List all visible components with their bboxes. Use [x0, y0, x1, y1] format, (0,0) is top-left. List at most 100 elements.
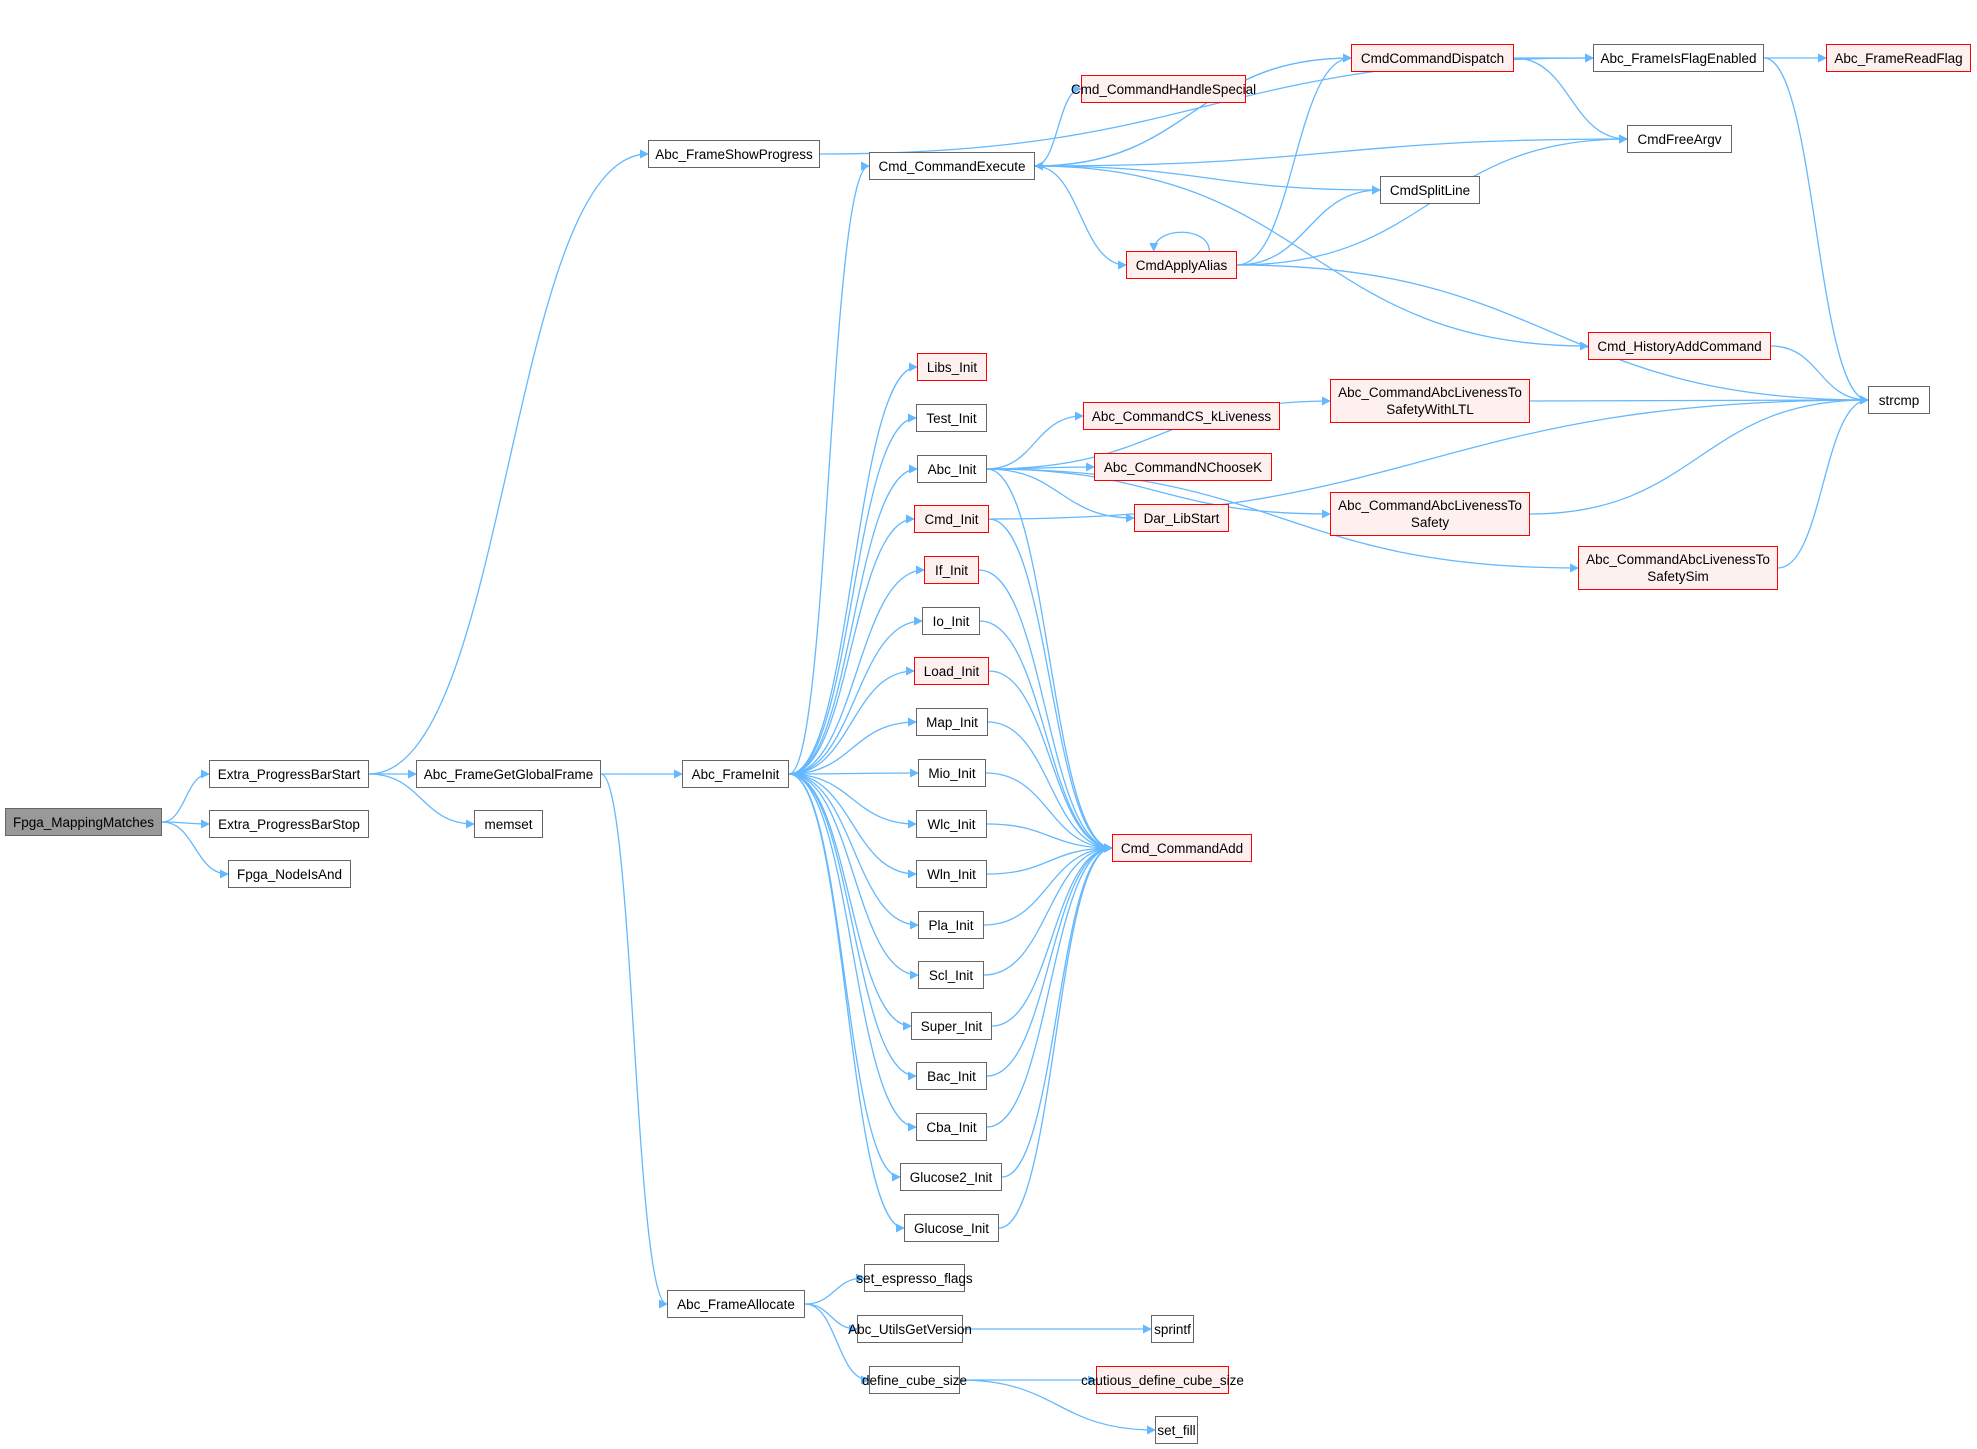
node-cmdfreeargv[interactable]: CmdFreeArgv: [1627, 125, 1732, 153]
edge-n7-n20: [788, 773, 917, 879]
edge-n7-n11: [788, 413, 917, 775]
edge-n23-n49: [991, 843, 1113, 1027]
node-set-espresso-flags[interactable]: set_espresso_flags: [856, 1264, 973, 1292]
node-wln-init[interactable]: Wln_Init: [916, 860, 987, 888]
node-strcmp[interactable]: strcmp: [1868, 386, 1930, 414]
node-dar-libstart[interactable]: Dar_LibStart: [1134, 504, 1229, 532]
node-cba-init[interactable]: Cba_Init: [916, 1113, 987, 1141]
edge-n16-n49: [988, 670, 1113, 853]
node-cmd-historyaddcommand[interactable]: Cmd_HistoryAddCommand: [1588, 332, 1771, 360]
edge-n19-n49: [986, 823, 1113, 853]
node-fpga-nodeisand[interactable]: Fpga_NodeIsAnd: [228, 860, 351, 888]
node-abc-framegetglobalframe[interactable]: Abc_FrameGetGlobalFrame: [416, 760, 601, 788]
node-if-init[interactable]: If_Init: [924, 556, 979, 584]
edge-n13-n49: [988, 518, 1113, 853]
node-abc-frameinit[interactable]: Abc_FrameInit: [682, 760, 789, 788]
edge-n9-n35: [1034, 84, 1082, 167]
node-memset[interactable]: memset: [474, 810, 543, 838]
node-abc-commandnchoosek[interactable]: Abc_CommandNChooseK: [1094, 453, 1272, 481]
node-scl-init[interactable]: Scl_Init: [918, 961, 984, 989]
edge-n46-n42: [1529, 395, 1869, 405]
node-cmd-commandhandlespecial[interactable]: Cmd_CommandHandleSpecial: [1071, 75, 1256, 103]
node-cautious-define-cube-size[interactable]: cautious_define_cube_size: [1081, 1366, 1244, 1394]
node-abc-commandabclivenesstosafetywithltl[interactable]: Abc_CommandAbcLivenessTo SafetyWithLTL: [1330, 379, 1530, 423]
edge-n7-n22: [788, 773, 919, 980]
node-bac-init[interactable]: Bac_Init: [916, 1062, 987, 1090]
edge-n8-n28: [804, 1273, 865, 1305]
edge-n14-n49: [978, 569, 1113, 853]
edge-n15-n49: [979, 620, 1113, 853]
node-io-init[interactable]: Io_Init: [922, 607, 980, 635]
edge-n0-n1: [161, 769, 210, 823]
node-test-init[interactable]: Test_Init: [916, 404, 987, 432]
node-set-fill[interactable]: set_fill: [1155, 1416, 1198, 1444]
node-cmd-init[interactable]: Cmd_Init: [914, 505, 989, 533]
edge-n48-n42: [1777, 395, 1869, 569]
node-abc-commandcs-kliveness[interactable]: Abc_CommandCS_kLiveness: [1083, 402, 1280, 430]
edge-n7-n27: [788, 773, 905, 1233]
edge-n12-n47: [986, 468, 1331, 519]
edge-n27-n49: [998, 843, 1113, 1229]
edge-n1-n4: [368, 149, 649, 775]
node-fpga-mappingmatches[interactable]: Fpga_MappingMatches: [5, 808, 162, 836]
node-cmdcommanddispatch[interactable]: CmdCommandDispatch: [1351, 44, 1514, 72]
edge-n26-n49: [1001, 843, 1113, 1178]
node-cmdapplyalias[interactable]: CmdApplyAlias: [1126, 251, 1237, 279]
node-extra-progressbarstop[interactable]: Extra_ProgressBarStop: [209, 810, 369, 838]
edge-n24-n49: [986, 843, 1113, 1077]
edge-n5-n8: [600, 773, 668, 1309]
edge-n41-n42: [1770, 345, 1869, 405]
edge-n36-n34: [1236, 53, 1352, 266]
node-pla-init[interactable]: Pla_Init: [918, 911, 984, 939]
node-extra-progressbarstart[interactable]: Extra_ProgressBarStart: [209, 760, 369, 788]
edge-n7-n12: [788, 464, 918, 775]
node-cmdsplitline[interactable]: CmdSplitLine: [1380, 176, 1480, 204]
edge-n34-n9: [1034, 57, 1352, 171]
node-cmd-commandadd[interactable]: Cmd_CommandAdd: [1112, 834, 1252, 862]
edge-n9-n36: [1034, 165, 1127, 270]
edge-n7-n26: [788, 773, 901, 1182]
node-cmd-commandexecute[interactable]: Cmd_CommandExecute: [869, 152, 1035, 180]
edge-n1-n6: [368, 773, 475, 829]
node-map-init[interactable]: Map_Init: [916, 708, 988, 736]
edge-n7-n19: [788, 773, 917, 829]
edge-n8-n30: [804, 1303, 870, 1385]
node-define-cube-size[interactable]: define_cube_size: [862, 1366, 967, 1394]
edge-n34-n38: [1513, 57, 1628, 144]
edge-n21-n49: [983, 843, 1113, 926]
node-abc-framereadflag[interactable]: Abc_FrameReadFlag: [1826, 44, 1971, 72]
edge-n7-n10: [788, 362, 918, 775]
node-abc-commandabclivenesstosafety[interactable]: Abc_CommandAbcLivenessTo Safety: [1330, 492, 1530, 536]
edge-n36-n42: [1236, 264, 1869, 405]
node-abc-frameisflagenabled[interactable]: Abc_FrameIsFlagEnabled: [1593, 44, 1764, 72]
edge-n47-n42: [1529, 395, 1869, 515]
edge-n7-n18: [788, 768, 919, 778]
node-mio-init[interactable]: Mio_Init: [918, 759, 986, 787]
edge-n22-n49: [983, 843, 1113, 976]
edge-n7-n13: [788, 514, 915, 775]
edge-n9-n38: [1034, 134, 1628, 167]
node-abc-init[interactable]: Abc_Init: [917, 455, 987, 483]
edge-n39-n42: [1763, 57, 1869, 405]
edge-n9-n41: [1034, 165, 1589, 351]
edge-n7-n23: [788, 773, 912, 1031]
node-abc-utilsgetversion[interactable]: Abc_UtilsGetVersion: [848, 1315, 972, 1343]
node-super-init[interactable]: Super_Init: [911, 1012, 992, 1040]
node-sprintf[interactable]: sprintf: [1151, 1315, 1194, 1343]
edge-n7-n17: [788, 717, 917, 775]
node-load-init[interactable]: Load_Init: [914, 657, 989, 685]
node-abc-frameallocate[interactable]: Abc_FrameAllocate: [667, 1290, 805, 1318]
node-abc-commandabclivenesstosafetysim[interactable]: Abc_CommandAbcLivenessTo SafetySim: [1578, 546, 1778, 590]
node-abc-frameshowprogress[interactable]: Abc_FrameShowProgress: [648, 140, 820, 168]
edge-n17-n49: [987, 721, 1113, 853]
edge-n18-n49: [985, 772, 1113, 853]
edge-n12-n49: [986, 468, 1113, 853]
edge-n12-n43: [986, 411, 1084, 470]
node-wlc-init[interactable]: Wlc_Init: [916, 810, 987, 838]
edge-n7-n21: [788, 773, 919, 930]
node-glucose2-init[interactable]: Glucose2_Init: [900, 1163, 1002, 1191]
node-libs-init[interactable]: Libs_Init: [917, 353, 987, 381]
node-glucose-init[interactable]: Glucose_Init: [904, 1214, 999, 1242]
edge-n7-n24: [788, 773, 917, 1081]
